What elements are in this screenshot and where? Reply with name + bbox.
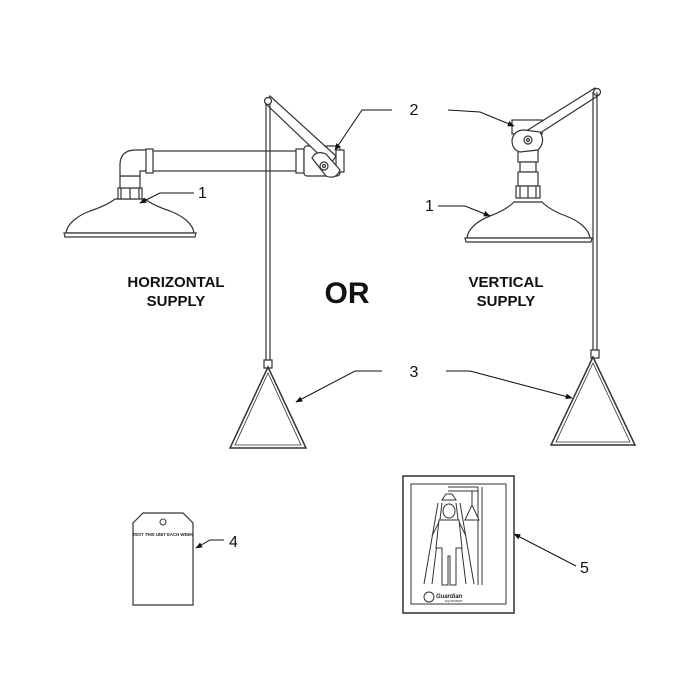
callout-5: 5 [580,560,589,577]
leader-1-right [438,205,491,217]
callout-4: 4 [229,534,238,551]
leader-3-left [295,370,382,403]
leader-2-right [447,109,515,127]
callout-3: 3 [410,364,419,381]
pull-handle-right [549,355,637,446]
sign-brand-sub: EQUIPMENT [445,599,463,603]
leader-2-left [334,109,392,151]
callout-leaders [139,109,577,567]
pull-handle-left [228,365,308,449]
callout-1-left: 1 [198,185,207,202]
showerhead-right [466,201,591,239]
leader-1-left [139,192,194,204]
shower-pictogram [423,486,483,586]
tag-text: TEST THIS UNIT EACH WEEK [133,532,195,537]
tag-hole [159,518,167,526]
sign-brand: Guardian [436,594,463,600]
callout-2: 2 [410,102,419,119]
safety-sign: Guardian EQUIPMENT [402,475,515,614]
leader-3-right [446,370,573,400]
horizontal-supply-assembly [63,95,345,449]
brand-logo [423,591,435,603]
callout-1-right: 1 [425,198,434,215]
horizontal-caption-line1: HORIZONTAL [127,274,224,291]
vertical-supply-assembly [464,87,637,446]
horizontal-caption-line2: SUPPLY [147,293,206,310]
leader-4 [195,539,224,549]
or-label: OR [325,277,370,310]
leader-5 [513,533,577,567]
showerhead-left [65,198,195,234]
vertical-caption-line1: VERTICAL [469,274,544,291]
vertical-caption-line2: SUPPLY [477,293,536,310]
inspection-tag: TEST THIS UNIT EACH WEEK [132,512,195,606]
